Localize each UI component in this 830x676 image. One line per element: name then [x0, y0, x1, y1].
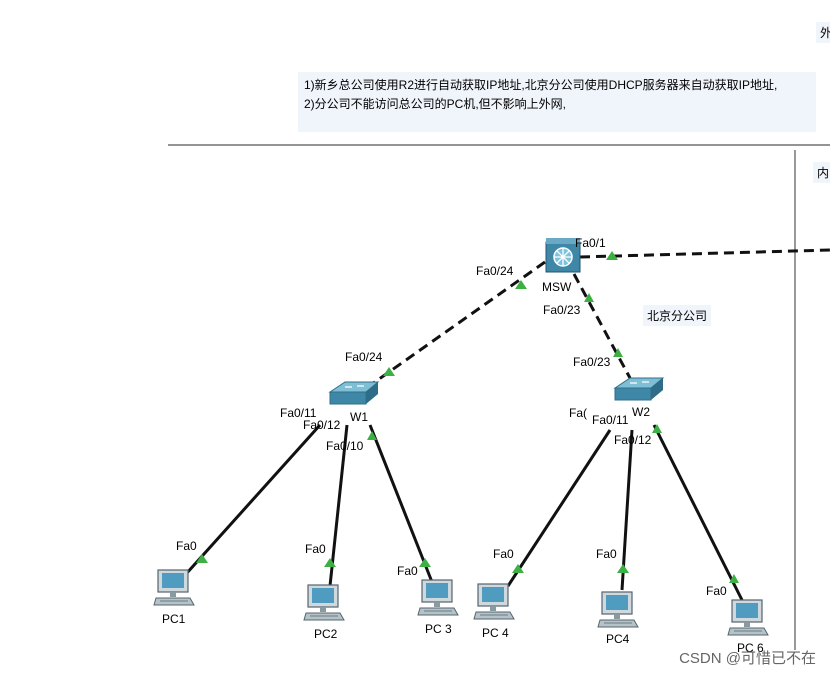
port-up-indicator	[512, 564, 524, 573]
msw-label: MSW	[542, 280, 572, 294]
port-label: Fa0/11	[592, 413, 629, 427]
port-up-indicator	[324, 558, 336, 567]
pc-icon[interactable]	[417, 579, 459, 616]
switch-icon[interactable]	[328, 381, 380, 405]
multilayer-switch-icon[interactable]	[545, 238, 581, 273]
link-msw-outside[interactable]	[579, 248, 830, 259]
link-sw1-pc2[interactable]	[328, 424, 349, 587]
port-label: Fa0/23	[543, 303, 581, 317]
port-label: Fa0	[596, 547, 617, 561]
link-sw2-pc4[interactable]	[506, 429, 612, 587]
requirements-note: 1)新乡总公司使用R2进行自动获取IP地址,北京分公司使用DHCP服务器来自动获…	[298, 72, 816, 132]
link-msw-sw2[interactable]	[572, 273, 632, 379]
port-up-indicator	[729, 574, 739, 583]
pc-icon[interactable]	[153, 569, 195, 606]
pc-icon[interactable]	[473, 583, 515, 620]
link-sw2-pc5[interactable]	[620, 429, 634, 591]
port-label: Fa0/12	[303, 418, 341, 432]
beijing-branch-label: 北京分公司	[643, 305, 712, 326]
port-up-indicator	[383, 367, 395, 376]
sw1-label: W1	[350, 410, 368, 424]
pc6-label: PC 6	[737, 641, 764, 655]
port-label: Fa0/10	[326, 439, 364, 453]
pc4-label: PC 4	[482, 626, 509, 640]
link-sw1-pc3[interactable]	[368, 424, 434, 583]
pc-icon[interactable]	[727, 599, 769, 636]
sw2-label: W2	[632, 405, 650, 419]
port-up-indicator	[652, 424, 662, 433]
port-up-indicator	[515, 280, 527, 289]
port-label: Fa0	[176, 539, 197, 553]
pc-icon[interactable]	[303, 584, 345, 621]
port-label: Fa0/12	[614, 433, 652, 447]
inner-zone-label: 内	[813, 162, 830, 183]
port-up-indicator	[584, 293, 594, 302]
csdn-watermark: CSDN @可惜已不在	[679, 650, 816, 667]
port-label: Fa0	[706, 584, 727, 598]
pc3-label: PC 3	[425, 622, 452, 636]
port-label: Fa0/24	[476, 264, 514, 278]
port-label: Fa(	[569, 406, 587, 420]
outer-zone-label: 外	[816, 22, 830, 43]
port-up-indicator	[617, 564, 629, 573]
port-label: Fa0/11	[280, 406, 317, 420]
port-up-indicator	[367, 431, 377, 440]
note-line-1: 1)新乡总公司使用R2进行自动获取IP地址,北京分公司使用DHCP服务器来自动获…	[304, 78, 778, 92]
port-up-indicator	[613, 348, 623, 357]
port-up-indicator	[419, 558, 431, 567]
port-label: Fa0	[397, 564, 418, 578]
link-msw-sw1[interactable]	[371, 260, 546, 386]
port-label: Fa0	[493, 547, 514, 561]
pc5-label: PC4	[606, 632, 630, 646]
pc1-label: PC1	[162, 612, 186, 626]
note-line-2: 2)分公司不能访问总公司的PC机,但不影响上外网,	[304, 97, 567, 111]
pc-icon[interactable]	[597, 591, 639, 628]
switch-icon[interactable]	[613, 377, 665, 401]
link-sw1-pc1[interactable]	[184, 423, 322, 576]
port-label: Fa0/23	[573, 355, 611, 369]
link-sw2-pc6[interactable]	[652, 424, 744, 601]
port-up-indicator	[196, 554, 208, 563]
port-up-indicator	[606, 251, 618, 260]
port-label: Fa0/24	[345, 350, 383, 364]
port-label: Fa0/1	[575, 236, 606, 250]
port-label: Fa0	[305, 542, 326, 556]
pc2-label: PC2	[314, 627, 338, 641]
